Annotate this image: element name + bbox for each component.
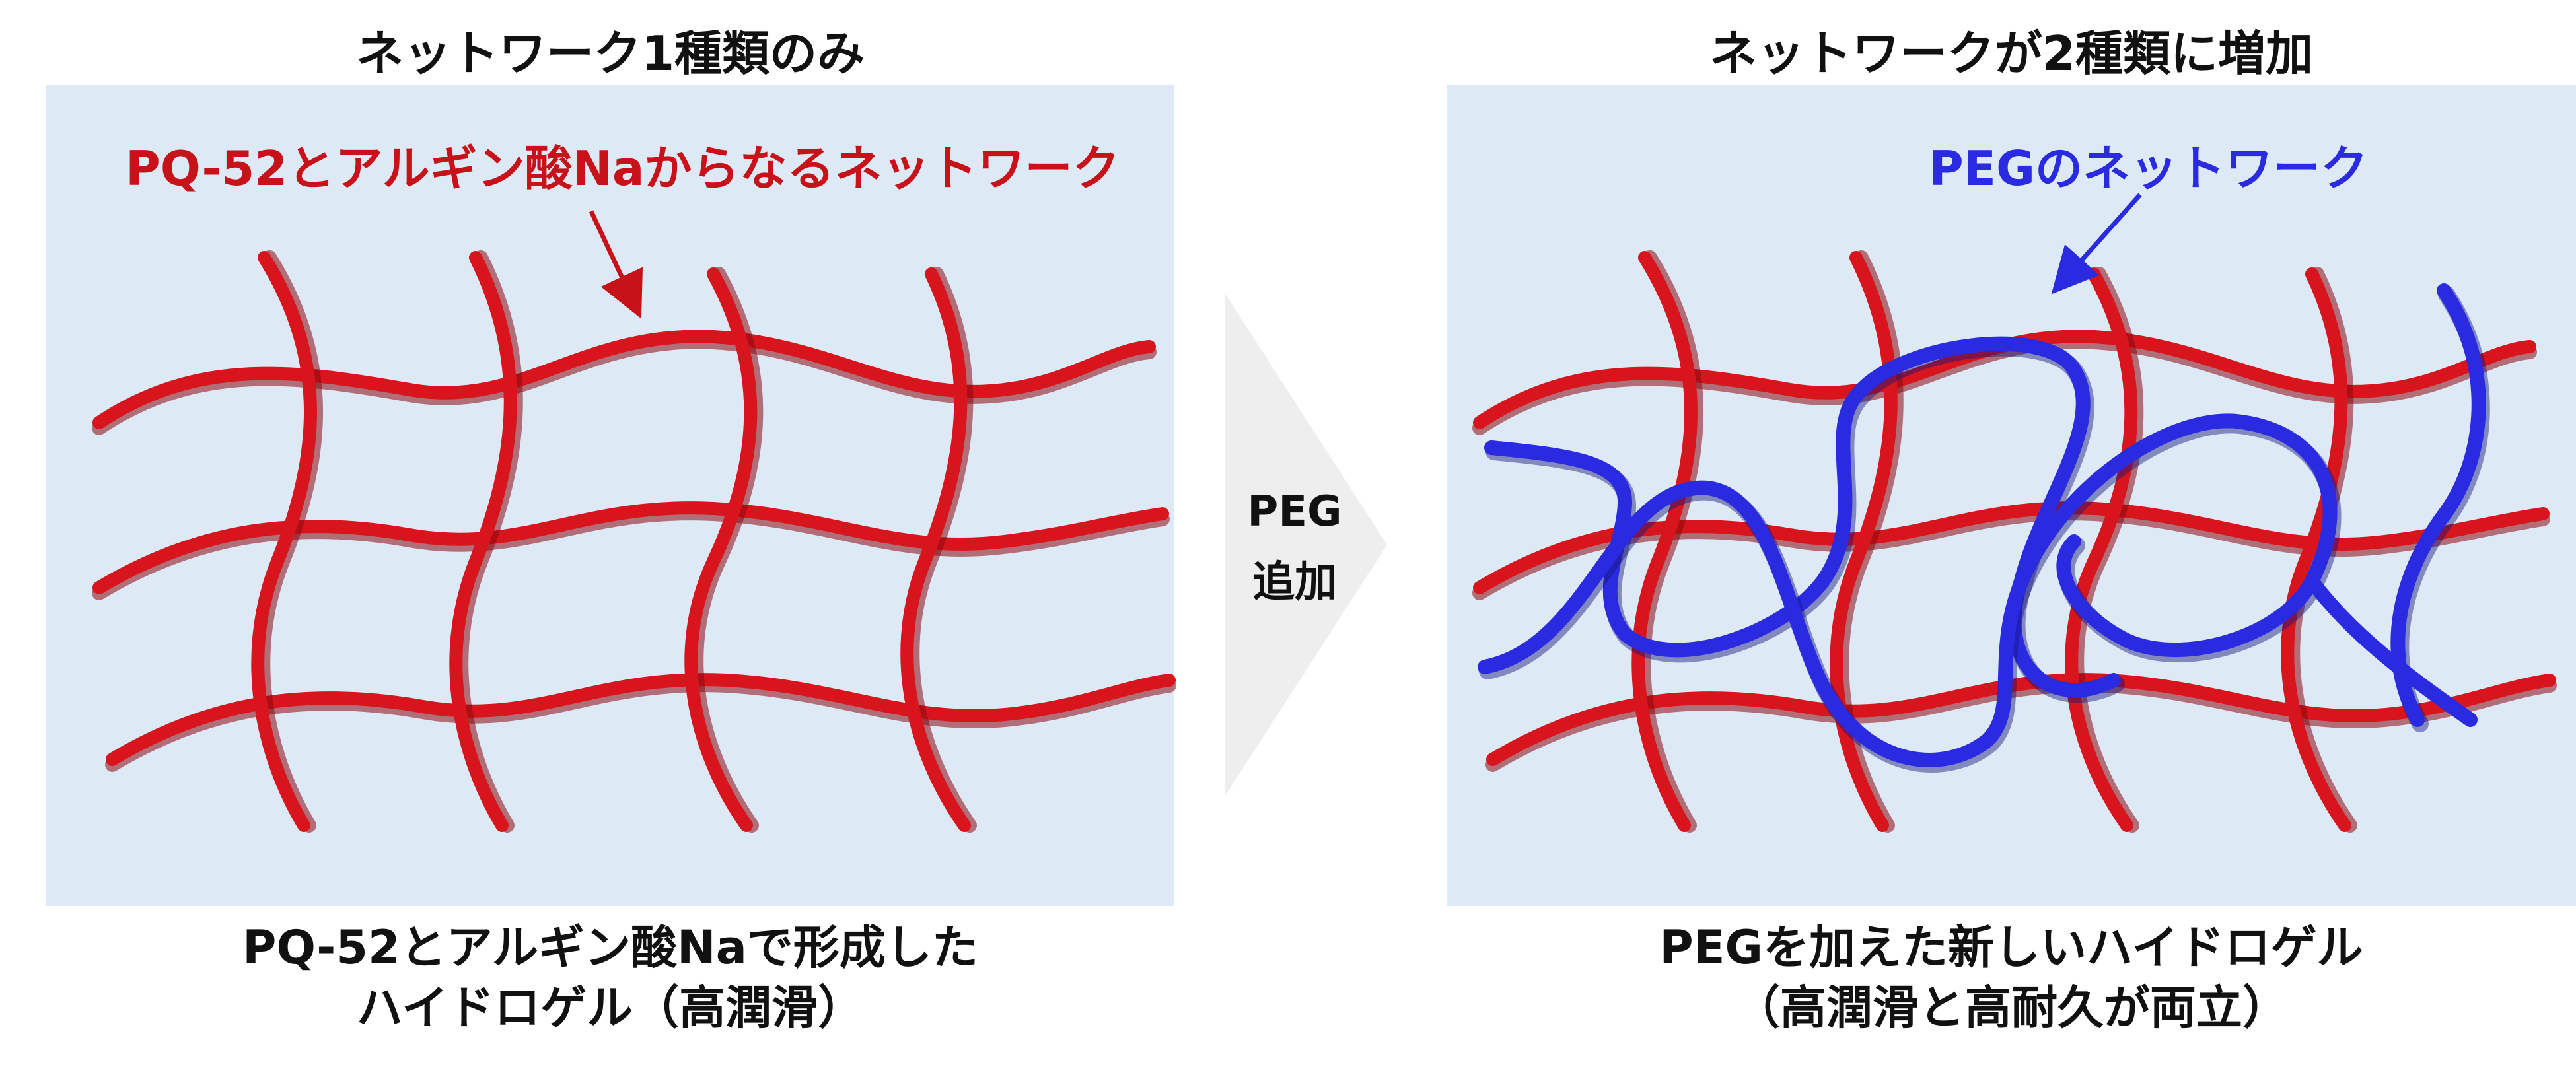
blue-network-label: PEGのネットワーク [1929, 141, 2369, 196]
red-network-pointer-arrow [589, 210, 643, 319]
left-caption-line2: ハイドロゲル（高潤滑） [356, 981, 865, 1035]
left-panel-title: ネットワーク1種類のみ [355, 26, 865, 81]
left-network-panel [46, 85, 1174, 906]
red-network-label: PQ-52とアルギン酸Naからなるネットワーク [125, 141, 1120, 196]
left-caption-line1: PQ-52とアルギン酸Naで形成した [242, 921, 978, 975]
right-caption-line2: （高潤滑と高耐久が両立） [1734, 981, 2289, 1035]
right-network-panel [1447, 85, 2576, 906]
blue-peg-network [1478, 283, 2490, 773]
left-red-network [92, 250, 1176, 833]
right-caption: PEGを加えた新しいハイドロゲル （高潤滑と高耐久が両立） [1447, 918, 2576, 1038]
blue-network-pointer-arrow [2051, 193, 2142, 295]
step-label-line2: 追加 [1252, 558, 1337, 607]
step-label-line1: PEG [1247, 487, 1342, 536]
step-arrow-shape [1225, 294, 1387, 796]
right-panel-title: ネットワークが2種類に増加 [1709, 26, 2314, 81]
right-caption-line1: PEGを加えた新しいハイドロゲル [1659, 921, 2363, 975]
left-caption: PQ-52とアルギン酸Naで形成した ハイドロゲル（高潤滑） [46, 918, 1174, 1038]
